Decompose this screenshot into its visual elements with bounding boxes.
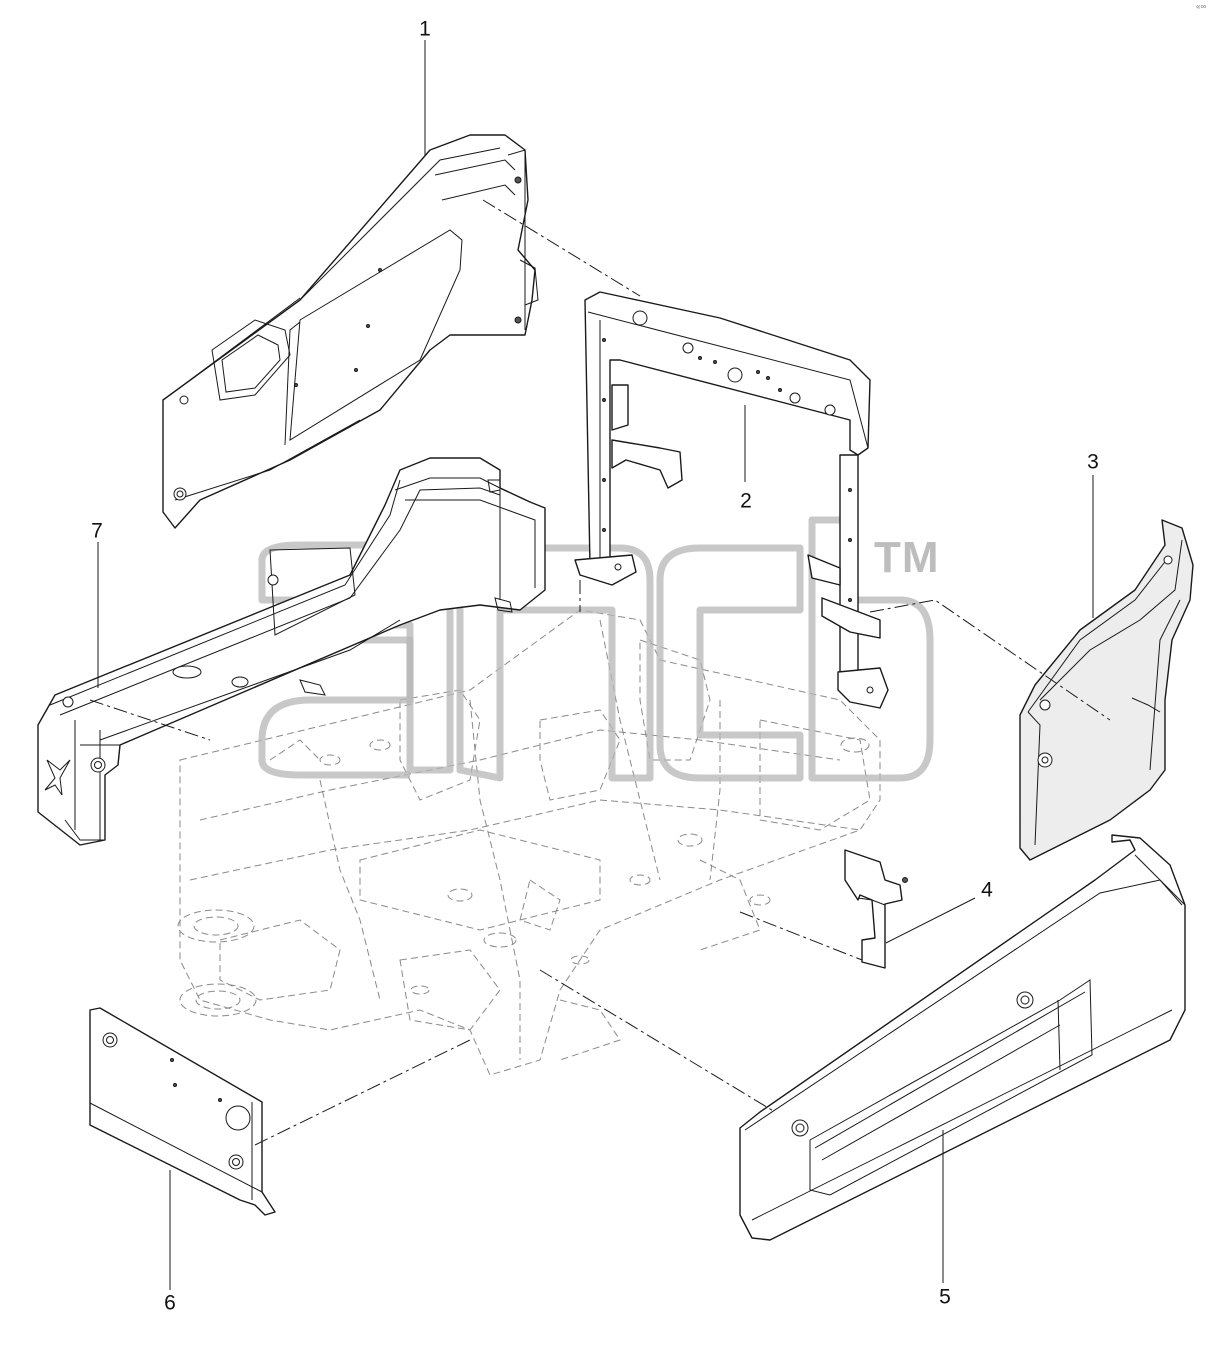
part-1-left-side-cover bbox=[162, 134, 539, 529]
callout-6: 6 bbox=[164, 1291, 176, 1315]
callout-2: 2 bbox=[740, 489, 752, 513]
watermark-trademark: TM bbox=[874, 533, 940, 582]
base-frame-hidden bbox=[177, 609, 881, 1076]
callout-7: 7 bbox=[91, 519, 103, 543]
part-5-rear-cover bbox=[739, 834, 1186, 1241]
part-4-bracket bbox=[844, 849, 908, 969]
corner-mark: «∞ bbox=[1196, 2, 1207, 11]
callout-5: 5 bbox=[939, 1285, 951, 1309]
callout-4: 4 bbox=[981, 878, 993, 902]
callout-leaders bbox=[97, 40, 1094, 1290]
part-2-support-frame bbox=[574, 291, 889, 709]
assembly-phantom-lines bbox=[89, 199, 1111, 1146]
callout-1: 1 bbox=[419, 17, 431, 41]
part-6-front-plate bbox=[89, 1007, 276, 1216]
part-3-right-side-cover bbox=[1019, 519, 1194, 861]
part-7-side-step-cover bbox=[37, 457, 546, 846]
callout-3: 3 bbox=[1087, 450, 1099, 474]
